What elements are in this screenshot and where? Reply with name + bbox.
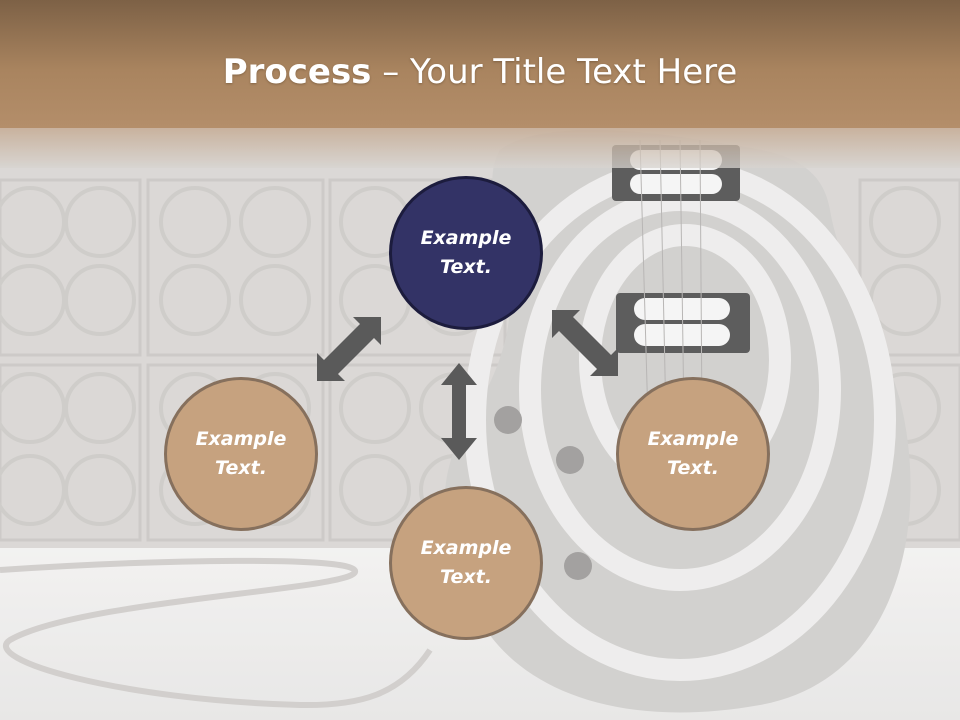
process-node-left[interactable]: Example Text. — [164, 377, 318, 531]
title-rest: – Your Title Text Here — [371, 52, 738, 92]
node-top-line2: Text. — [440, 256, 492, 278]
double-arrow-vertical — [441, 363, 477, 460]
double-arrow-top-left — [317, 317, 381, 381]
process-node-bottom[interactable]: Example Text. — [389, 486, 543, 640]
slide-title: Process – Your Title Text Here — [0, 52, 960, 92]
process-node-top[interactable]: Example Text. — [389, 176, 543, 330]
node-left-line1: Example — [195, 428, 287, 450]
node-bottom-line1: Example — [420, 537, 512, 559]
node-right-line1: Example — [647, 428, 739, 450]
node-top-line1: Example — [420, 227, 512, 249]
process-node-right[interactable]: Example Text. — [616, 377, 770, 531]
node-right-line2: Text. — [667, 457, 719, 479]
double-arrow-top-right — [552, 310, 618, 376]
node-left-line2: Text. — [215, 457, 267, 479]
title-bold: Process — [222, 52, 372, 92]
node-bottom-line2: Text. — [440, 566, 492, 588]
